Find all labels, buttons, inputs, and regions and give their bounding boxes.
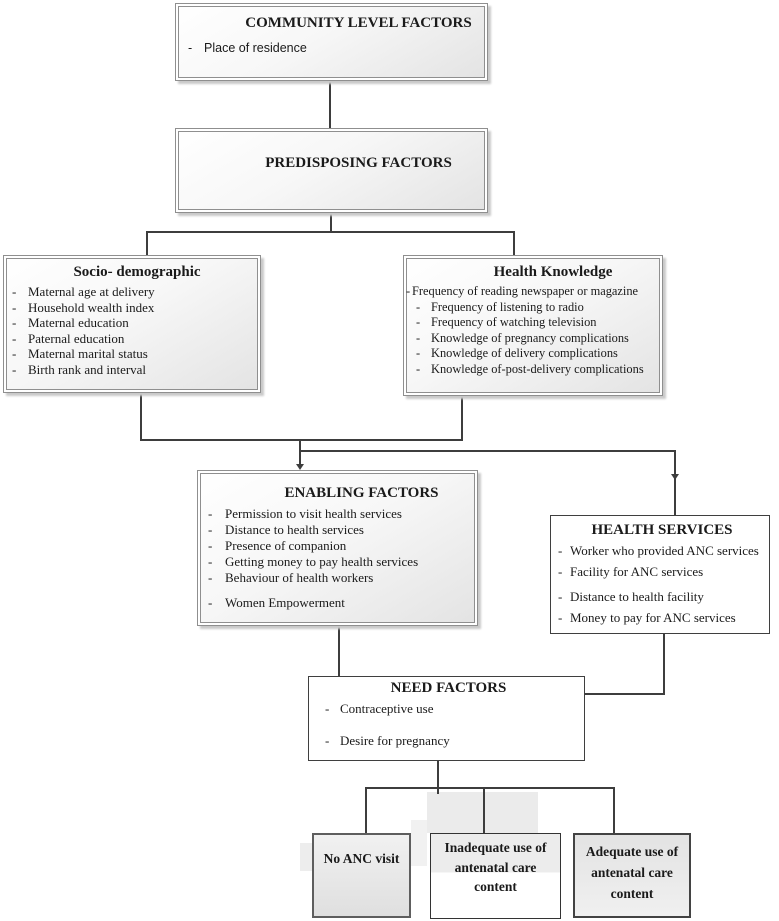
list-item: Permission to visit health services	[198, 506, 477, 522]
list-item: Maternal age at delivery	[4, 284, 260, 300]
list-item: Contraceptive use	[309, 701, 584, 717]
box-health-services: HEALTH SERVICES Worker who provided ANC …	[550, 515, 770, 634]
box-socio-demographic: Socio- demographic Maternal age at deliv…	[3, 255, 261, 393]
connector-outcome-branch	[365, 787, 615, 789]
connector-to-adequate	[613, 787, 615, 833]
connector-knowledge-down	[461, 395, 463, 441]
connector-socio-down	[140, 392, 142, 441]
list-item: Knowledge of delivery complications	[404, 346, 662, 362]
list-item: Knowledge of-post-delivery complications	[404, 362, 662, 378]
connector-need-down	[437, 760, 439, 794]
list-item: Maternal education	[4, 315, 260, 331]
connector-branch-top	[146, 231, 515, 233]
list-item: Birth rank and interval	[4, 362, 260, 378]
scan-shadow	[427, 792, 538, 833]
list-item: Desire for pregnancy	[309, 733, 584, 749]
box-title: PREDISPOSING FACTORS	[265, 155, 452, 171]
connector-enabling-to-need	[338, 625, 340, 677]
list-item: Frequency of listening to radio	[404, 300, 662, 316]
outcome-label: No ANC visit	[323, 851, 400, 866]
box-enabling-factors: ENABLING FACTORS Permission to visit hea…	[197, 470, 478, 626]
list-item: Distance to health facility	[551, 589, 769, 605]
list-item: Place of residence	[176, 41, 487, 57]
box-predisposing-factors: PREDISPOSING FACTORS	[175, 128, 488, 213]
list-item: Distance to health services	[198, 522, 477, 538]
connector-predisposing-down	[330, 212, 332, 233]
list-item: Facility for ANC services	[551, 564, 769, 580]
box-outcome-inadequate-use: Inadequate use of antenatal care content	[430, 833, 561, 919]
box-community-level-factors: COMMUNITY LEVEL FACTORS Place of residen…	[175, 3, 488, 81]
box-title: COMMUNITY LEVEL FACTORS	[245, 15, 472, 31]
box-title: Socio- demographic	[73, 264, 201, 280]
connector-to-services-horizontal	[299, 450, 676, 452]
connector-to-socio	[146, 231, 148, 255]
box-title: ENABLING FACTORS	[284, 485, 439, 501]
arrowhead-services	[671, 474, 679, 480]
connector-to-knowledge	[513, 231, 515, 255]
list-item: Frequency of reading newspaper or magazi…	[404, 284, 662, 300]
connector-to-inadequate	[483, 787, 485, 834]
box-outcome-no-anc-visit: No ANC visit	[312, 833, 411, 918]
arrowhead-enabling	[296, 464, 304, 470]
scan-shadow	[300, 843, 312, 871]
connector-to-services-vertical	[674, 450, 676, 515]
connector-to-no-visit	[365, 787, 367, 833]
list-item: Frequency of watching television	[404, 315, 662, 331]
list-item: Household wealth index	[4, 300, 260, 316]
box-outcome-adequate-use: Adequate use of antenatal care content	[573, 833, 691, 918]
list-item: Women Empowerment	[198, 595, 477, 611]
outcome-label: Adequate use of antenatal care content	[585, 844, 679, 901]
scan-shadow	[411, 820, 427, 866]
connector-to-enabling	[299, 439, 301, 467]
list-item: Getting money to pay health services	[198, 554, 477, 570]
box-title: HEALTH SERVICES	[591, 522, 733, 538]
outcome-label: Inadequate use of antenatal care content	[444, 840, 547, 895]
list-item: Money to pay for ANC services	[551, 610, 769, 626]
list-item: Paternal education	[4, 331, 260, 347]
box-need-factors: NEED FACTORS Contraceptive use Desire fo…	[308, 676, 585, 761]
connector-community-to-predisposing	[329, 82, 331, 128]
list-item: Behaviour of health workers	[198, 570, 477, 586]
connector-services-down	[663, 633, 665, 695]
box-health-knowledge: Health Knowledge Frequency of reading ne…	[403, 255, 663, 396]
list-item: Presence of companion	[198, 538, 477, 554]
box-title: NEED FACTORS	[390, 680, 507, 696]
connector-services-to-need	[583, 693, 665, 695]
connector-merge	[140, 439, 463, 441]
list-item: Knowledge of pregnancy complications	[404, 331, 662, 347]
list-item: Worker who provided ANC services	[551, 543, 769, 559]
list-item: Maternal marital status	[4, 346, 260, 362]
box-title: Health Knowledge	[493, 264, 613, 280]
